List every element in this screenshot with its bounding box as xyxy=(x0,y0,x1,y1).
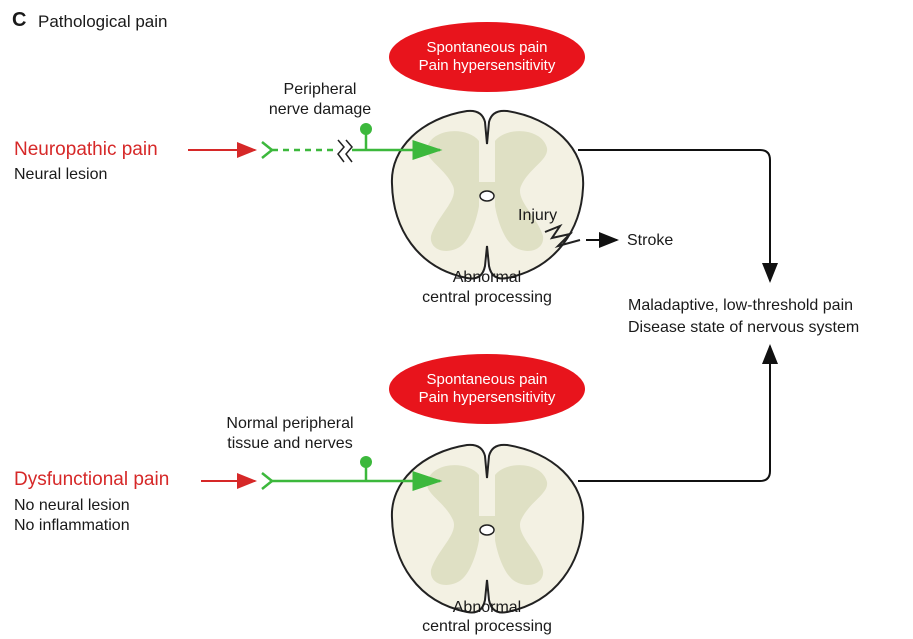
central-bottom-line1: Abnormal xyxy=(453,598,521,618)
nerve-break-icon xyxy=(338,140,352,162)
central-top-line2: central processing xyxy=(422,288,552,308)
spinal-cord-top xyxy=(392,111,583,279)
panel-letter: C xyxy=(12,10,26,30)
bubble-top-line2: Pain hypersensitivity xyxy=(419,57,556,75)
normal-peripheral-line1: Normal peripheral xyxy=(226,414,353,434)
neural-lesion-label: Neural lesion xyxy=(14,165,107,185)
no-inflammation-label: No inflammation xyxy=(14,516,130,536)
symptom-bubble-top: Spontaneous pain Pain hypersensitivity xyxy=(389,22,585,92)
outcome-line2: Disease state of nervous system xyxy=(628,318,859,338)
normal-peripheral-line2: tissue and nerves xyxy=(227,434,352,454)
dysfunctional-pain-label: Dysfunctional pain xyxy=(14,469,169,491)
central-top-line1: Abnormal xyxy=(453,268,521,288)
peripheral-label-line1: Peripheral xyxy=(284,80,357,100)
bubble-top-line1: Spontaneous pain xyxy=(427,39,548,57)
nerve-ending-top xyxy=(262,142,272,158)
stroke-label: Stroke xyxy=(627,231,673,251)
panel-title: Pathological pain xyxy=(38,12,167,32)
top-output-connector xyxy=(578,150,770,281)
peripheral-label-line2: nerve damage xyxy=(269,100,371,120)
injury-label: Injury xyxy=(518,206,557,226)
cell-body-top xyxy=(360,123,372,135)
bubble-bottom-line1: Spontaneous pain xyxy=(427,371,548,389)
neuropathic-pain-label: Neuropathic pain xyxy=(14,139,158,161)
central-bottom-line2: central processing xyxy=(422,617,552,637)
cell-body-bottom xyxy=(360,456,372,468)
outcome-line1: Maladaptive, low-threshold pain xyxy=(628,296,853,316)
no-neural-lesion-label: No neural lesion xyxy=(14,496,130,516)
bottom-output-connector xyxy=(578,346,770,481)
spinal-cord-bottom xyxy=(392,445,583,613)
nerve-ending-bottom xyxy=(262,473,272,489)
symptom-bubble-bottom: Spontaneous pain Pain hypersensitivity xyxy=(389,354,585,424)
bubble-bottom-line2: Pain hypersensitivity xyxy=(419,389,556,407)
